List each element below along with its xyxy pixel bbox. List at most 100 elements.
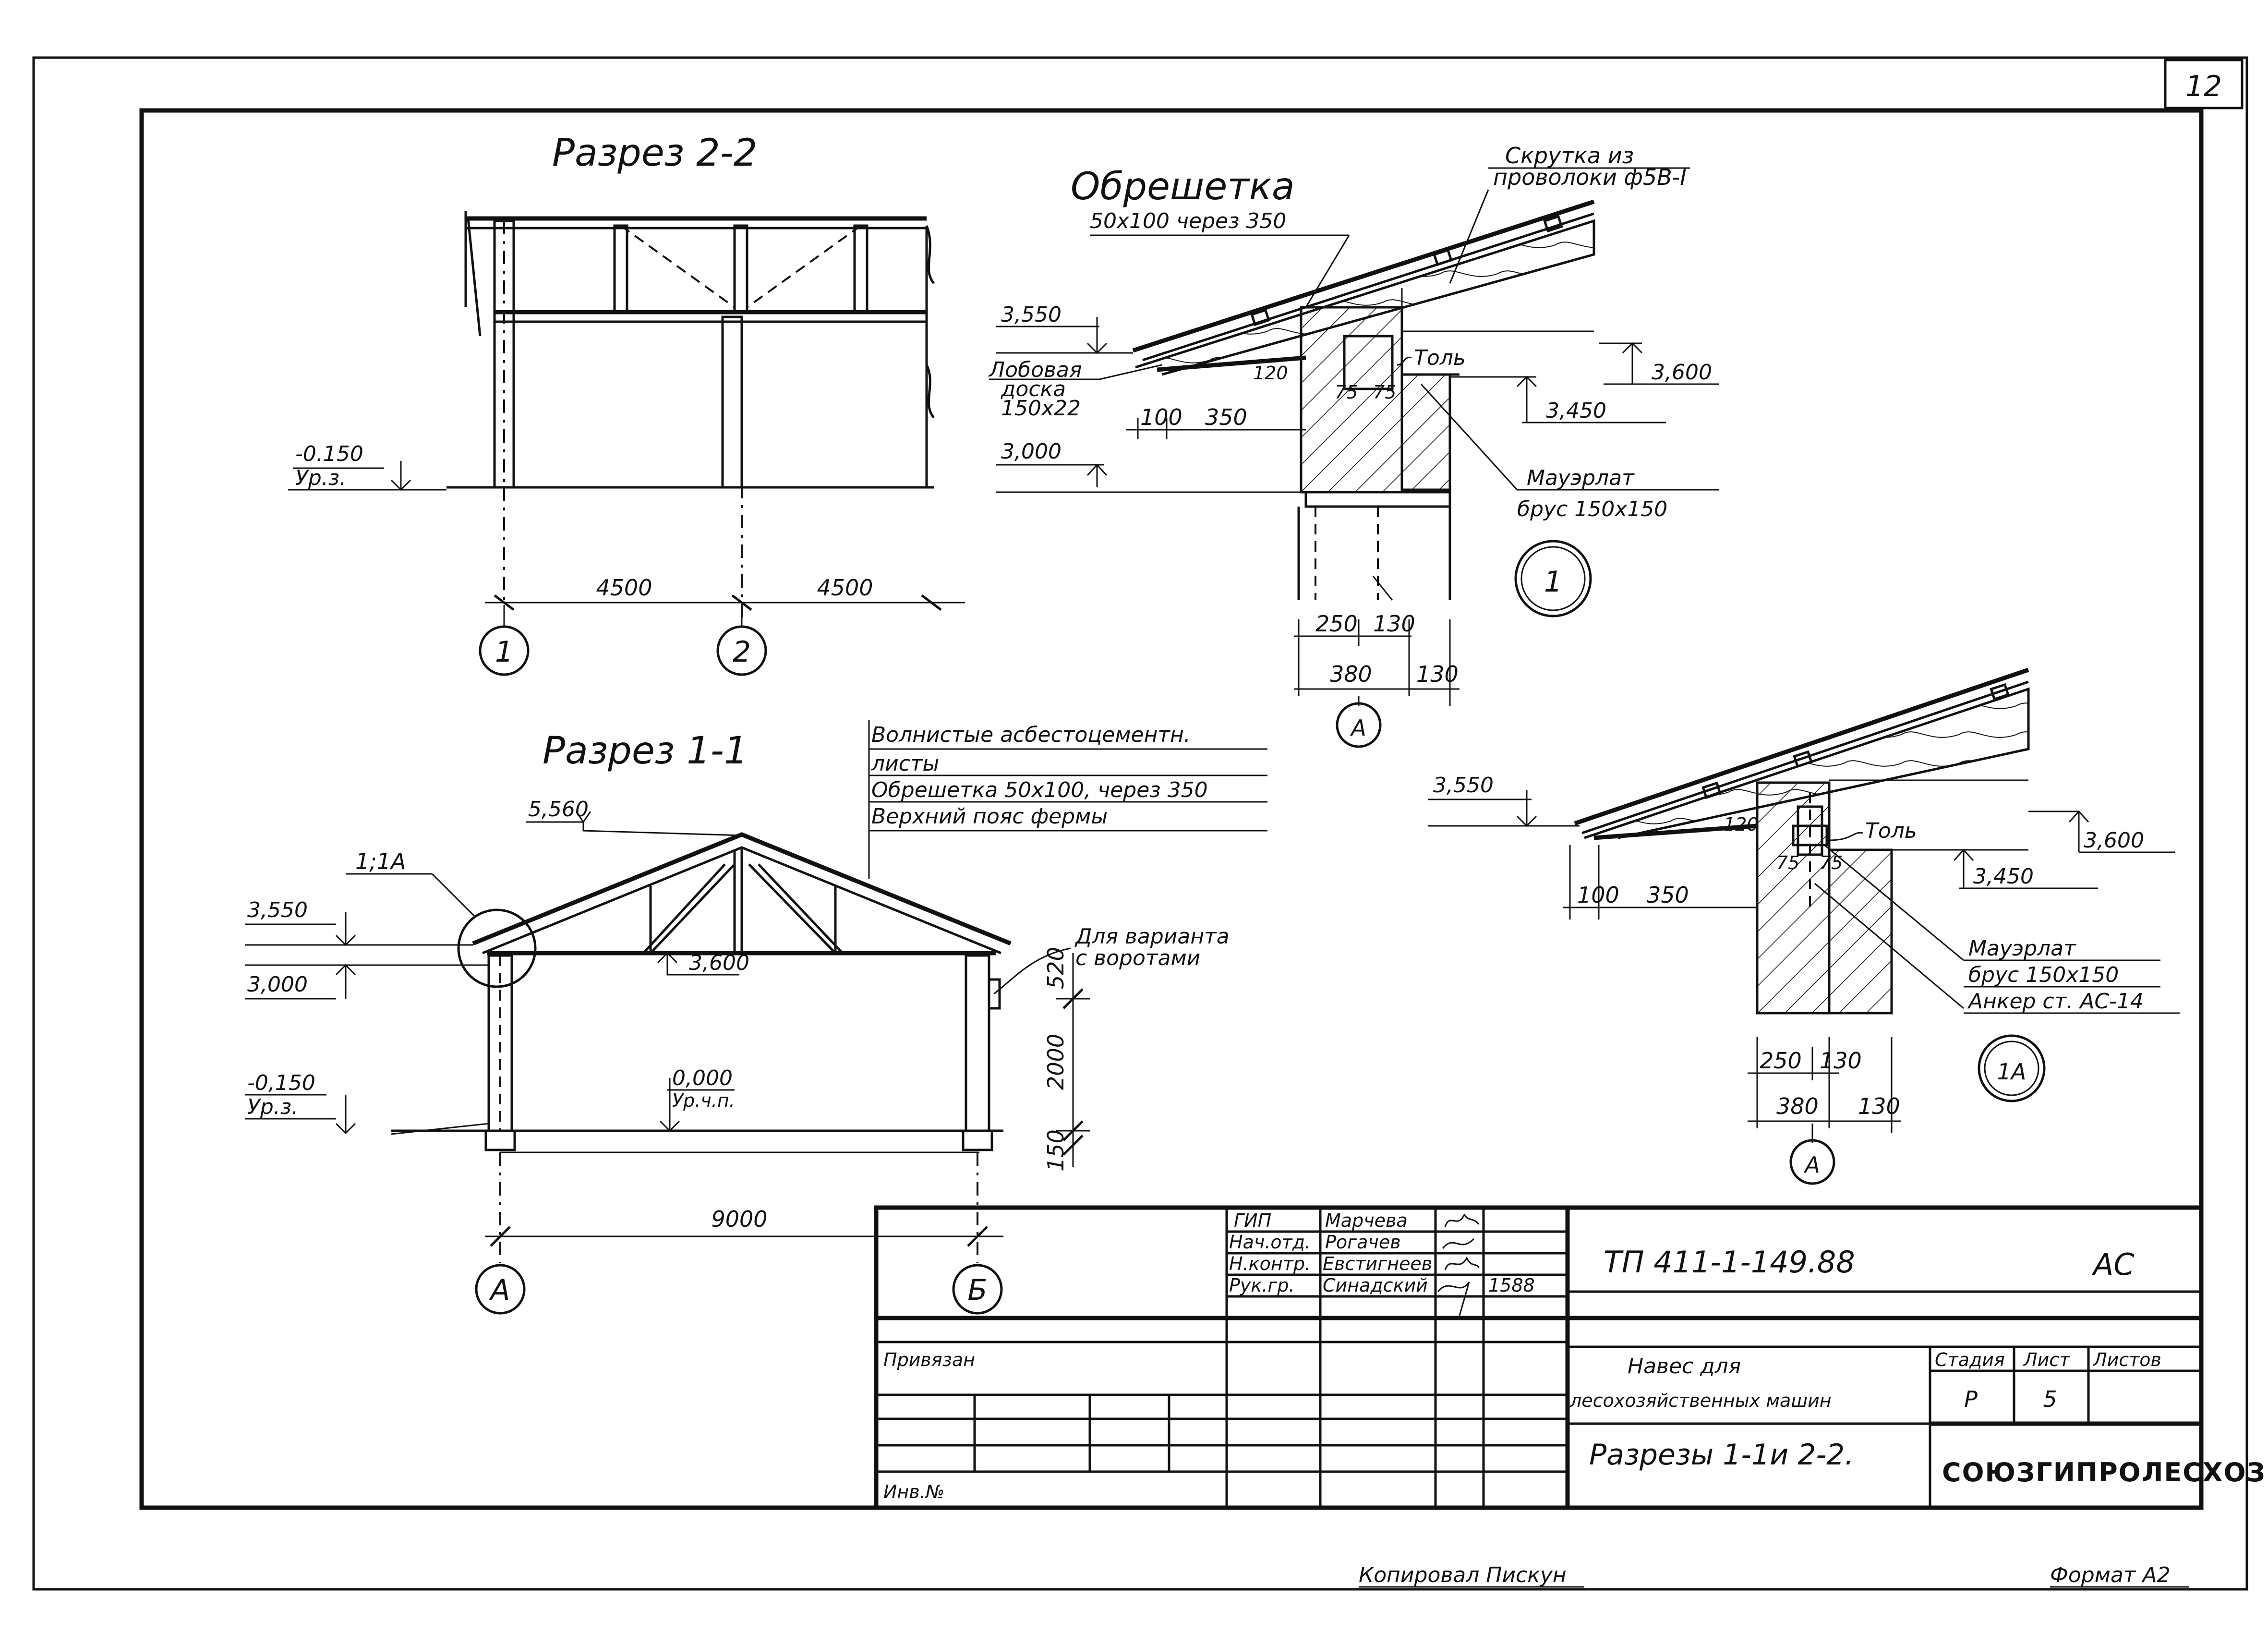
node-1a-dim-380: 380 [1776, 1093, 1819, 1119]
stamp-organization: СОЮЗГИПРОЛЕСХОЗ [1942, 1457, 2266, 1488]
section-1-1-note-3: Обрешетка 50х100, через 350 [871, 778, 1208, 802]
node-1-board-3: 150х22 [1001, 396, 1081, 421]
outer-frame [32, 56, 2248, 1591]
section-1-1-gate-note-1: Для варианта [1074, 924, 1230, 949]
section-1-1-dim-2000: 2000 [1043, 1034, 1069, 1090]
node-1a-mark: 1А [1997, 1059, 2027, 1085]
stamp-linked-label: Привязан [883, 1349, 975, 1370]
stamp-col-sheet: Лист [2023, 1349, 2071, 1370]
section-1-1-callout: 1;1А [355, 848, 406, 874]
node-1a-dim-130a: 130 [1820, 1048, 1862, 1074]
node-1a-dim-350: 350 [1647, 882, 1689, 908]
section-1-1-note-4: Верхний пояс фермы [871, 804, 1108, 829]
node-1a-dim-120: 120 [1724, 814, 1759, 835]
stamp-name-1: Марчева [1325, 1210, 1408, 1231]
section-1-1-level-top: 5,560 [528, 797, 589, 822]
node-1-level-3550: 3,550 [1001, 302, 1062, 327]
node-1-mauerlat-2: брус 150х150 [1517, 497, 1667, 521]
section-2-2: Разрез 2-2 -0.150 Ур.з. [288, 132, 965, 676]
node-1-board-1: Лобовая [988, 358, 1082, 382]
section-1-1-level-0000: 0,000 [672, 1066, 733, 1090]
section-1-1-level-3550: 3,550 [247, 898, 308, 922]
section-1-1-gate-note-2: с воротами [1075, 946, 1200, 970]
section-1-1-level-ground: Ур.з. [247, 1095, 298, 1119]
section-2-2-level-value: -0.150 [295, 442, 363, 466]
node-1a-axis: А [1803, 1152, 1820, 1178]
section-2-2-axis-2: 2 [733, 635, 751, 669]
node-1-lathing-2: 50х100 через 350 [1090, 209, 1286, 233]
stamp-mark: АС [2091, 1247, 2135, 1282]
section-2-2-dim-2: 4500 [817, 575, 873, 601]
sheet-number: 12 [2185, 70, 2222, 103]
section-2-2-dim-1: 4500 [596, 575, 652, 601]
node-1-dim-130a: 130 [1373, 611, 1415, 637]
section-1-1-note-2: листы [871, 751, 939, 776]
section-1-1-dim-150: 150 [1043, 1129, 1069, 1172]
node-1: Обрешетка 50х100 через 350 Скрутка из пр… [988, 143, 1719, 748]
node-1-dim-75b: 75 [1373, 382, 1396, 403]
stamp-col-sheets: Листов [2092, 1349, 2161, 1370]
node-1a-tol: Толь [1865, 819, 1917, 843]
stamp-date: 1588 [1488, 1275, 1535, 1296]
node-1a-dim-75a: 75 [1776, 852, 1799, 873]
section-1-1-level-m0150: -0,150 [247, 1071, 315, 1095]
stamp-col-stage: Стадия [1935, 1349, 2005, 1370]
node-1-mauerlat-1: Мауэрлат [1527, 466, 1635, 490]
section-2-2-axis-1: 1 [495, 635, 513, 669]
node-1a-anchor: Анкер ст. АС-14 [1967, 989, 2144, 1014]
stamp-role-4: Рук.гр. [1229, 1275, 1295, 1296]
section-1-1-axis-b: Б [967, 1273, 987, 1307]
copied-by: Копировал Пискун [1359, 1563, 1567, 1587]
node-1a-level-3600: 3,600 [2084, 828, 2144, 853]
sheet-number-box: 12 [2164, 59, 2244, 109]
stamp-role-3: Н.контр. [1229, 1253, 1311, 1274]
node-1-twist-1: Скрутка из [1505, 143, 1634, 169]
node-1-level-3600: 3,600 [1652, 360, 1712, 385]
node-1-dim-250: 250 [1315, 611, 1358, 637]
node-1-axis: А [1350, 715, 1366, 741]
stamp-name-4: Синадский [1323, 1275, 1428, 1296]
node-1-level-3450: 3,450 [1546, 399, 1606, 423]
stamp-role-2: Нач.отд. [1229, 1232, 1311, 1253]
stamp-sheet-title: Разрезы 1-1и 2-2. [1589, 1438, 1854, 1472]
stamp-doc-code: ТП 411-1-149.88 [1604, 1245, 1855, 1280]
section-1-1-axis-a: А [488, 1273, 510, 1307]
stamp-name-3: Евстигнеев [1323, 1253, 1432, 1274]
section-1-1-level-3000: 3,000 [247, 972, 308, 997]
node-1a-dim-130b: 130 [1858, 1093, 1900, 1119]
stamp-stage: Р [1964, 1386, 1978, 1412]
title-block: ГИП Нач.отд. Н.контр. Рук.гр. Марчева Ро… [874, 1205, 2266, 1510]
node-1-lathing-1: Обрешетка [1071, 165, 1295, 208]
section-1-1-dim-520: 520 [1043, 947, 1069, 989]
node-1a-level-3550: 3,550 [1433, 773, 1494, 798]
node-1-dim-75a: 75 [1335, 382, 1358, 403]
node-1a-level-3450: 3,450 [1973, 864, 2034, 889]
stamp-name-2: Рогачев [1325, 1232, 1401, 1253]
node-1-board-2: доска [1001, 377, 1066, 401]
section-1-1-note-1: Волнистые асбестоцементн. [871, 723, 1191, 747]
node-1a-dim-75b: 75 [1820, 852, 1843, 873]
sheet-format: Формат А2 [2050, 1563, 2171, 1587]
node-1-mark: 1 [1544, 565, 1562, 599]
node-1a-mauerlat-1: Мауэрлат [1968, 936, 2076, 961]
node-1a-dim-250: 250 [1760, 1048, 1802, 1074]
stamp-role-1: ГИП [1234, 1210, 1271, 1231]
signature-marks [1437, 1213, 1480, 1316]
node-1-dim-100: 100 [1140, 404, 1182, 430]
node-1-dim-350: 350 [1205, 404, 1247, 430]
node-1a-mauerlat-2: брус 150х150 [1968, 963, 2119, 987]
section-1-1-level-floor: Ур.ч.п. [672, 1090, 735, 1111]
section-1-1: Разрез 1-1 Волнистые асбестоцементн. лис… [245, 720, 1267, 1315]
inner-frame [139, 108, 2204, 1510]
node-1-level-3000: 3,000 [1001, 439, 1062, 464]
stamp-inv-label: Инв.№ [883, 1481, 944, 1502]
node-1-dim-130b: 130 [1416, 661, 1459, 687]
stamp-object-1: Навес для [1628, 1354, 1741, 1379]
node-1-tol: Толь [1414, 346, 1466, 370]
section-2-2-level-label: Ур.з. [295, 466, 346, 490]
section-1-1-title: Разрез 1-1 [543, 729, 748, 773]
stamp-object-2: лесохозяйственных машин [1569, 1390, 1832, 1411]
node-1a-dim-100: 100 [1577, 882, 1619, 908]
section-2-2-title: Разрез 2-2 [552, 132, 757, 175]
